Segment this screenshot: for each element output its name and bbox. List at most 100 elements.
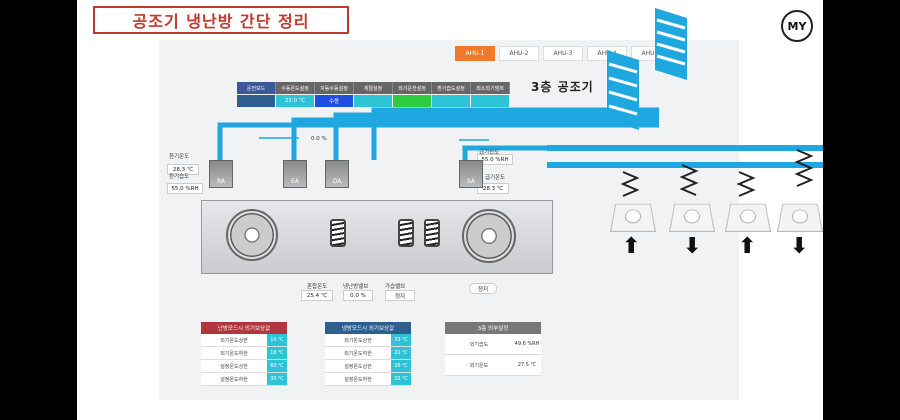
- season-value[interactable]: [354, 95, 393, 107]
- mode-value[interactable]: [237, 95, 276, 107]
- row-label: 외기온도: [469, 362, 489, 369]
- table-row: 외기온도하한 22 ℃: [325, 347, 411, 360]
- arrow-down-icon: ⬇: [683, 234, 702, 259]
- diffuser-2-icon: [668, 203, 716, 232]
- table-row: 외기온도 27.5 ℃: [445, 355, 541, 376]
- row-label: 외기온도하한: [344, 350, 372, 357]
- table-row: 외기온도상한 33 ℃: [325, 334, 411, 347]
- slide-title: 공조기 냉난방 간단 정리: [93, 6, 349, 34]
- table-row: 설정온도상한 28 ℃: [325, 360, 411, 373]
- table-row: 외기온도상한 10 ℃: [201, 334, 287, 347]
- return-hum-value[interactable]: [432, 95, 471, 107]
- heating-compensation-panel: 난방모드시 외기보상값 외기온도상한 10 ℃ 외기온도하한 18 ℃ 설정온도상한…: [201, 322, 287, 386]
- row-value[interactable]: 22 ℃: [391, 373, 411, 385]
- min-damper-value[interactable]: [471, 95, 510, 107]
- slide: 공조기 냉난방 간단 정리 MY AHU-1 AHU-2 AHU-3 AHU-4…: [77, 0, 823, 420]
- arrow-up-icon: ⬆: [622, 234, 641, 259]
- return-fan-icon[interactable]: [226, 209, 278, 261]
- return-duct: [217, 122, 659, 160]
- exhaust-duct: [291, 117, 659, 160]
- outdoor-op-value[interactable]: [393, 95, 432, 107]
- flex-duct-4: [794, 149, 814, 187]
- table-row: 설정온도하한 22 ℃: [325, 373, 411, 386]
- row-label: 외기온도상한: [220, 337, 248, 344]
- damper-ea[interactable]: EA: [283, 160, 307, 188]
- row-value[interactable]: 28 ℃: [391, 360, 411, 372]
- tab-ahu-3[interactable]: AHU-3: [543, 46, 583, 61]
- cooling-compensation-panel: 냉방모드시 외기보상값 외기온도상한 33 ℃ 외기온도하한 22 ℃ 설정온도상한…: [325, 322, 411, 386]
- hdr-mode: 운전모드: [237, 82, 276, 94]
- row-value[interactable]: 10 ℃: [267, 334, 287, 346]
- tab-ahu-2[interactable]: AHU-2: [499, 46, 539, 61]
- row-value[interactable]: 18 ℃: [267, 347, 287, 359]
- mix-temp-value: 25.4 ℃: [301, 290, 333, 301]
- filter-icon: [330, 219, 346, 247]
- tab-ahu-1[interactable]: AHU-1: [455, 46, 495, 61]
- outdoor-duct: [371, 107, 659, 160]
- arrow-up-icon: ⬆: [738, 234, 757, 259]
- row-value: 27.5 ℃: [513, 355, 541, 375]
- row-label: 외기온도상한: [344, 337, 372, 344]
- return-hum-value: 55.0 %RH: [167, 183, 203, 194]
- table-row: 외기습도 49.6 %RH: [445, 334, 541, 355]
- damper-pct: 0.0 %: [311, 136, 327, 142]
- hdr-manual-temp: 수동온도설정: [276, 82, 315, 94]
- supply-temp-value: 28.3 ℃: [477, 183, 509, 194]
- manual-temp-value[interactable]: 22.0 ℃: [276, 95, 315, 107]
- row-value[interactable]: 33 ℃: [391, 334, 411, 346]
- ahu-unit-body: [201, 200, 553, 274]
- control-values: 22.0 ℃ 수동: [237, 95, 510, 107]
- table-row: 외기온도하한 18 ℃: [201, 347, 287, 360]
- return-temp-value: 28.3 ℃: [167, 164, 199, 175]
- hdr-auto-manual: 자동수동설정: [315, 82, 354, 94]
- fan-status-badge[interactable]: 정지: [469, 283, 497, 294]
- arrow-down-icon: ⬇: [790, 234, 809, 259]
- row-label: 외기습도: [469, 341, 489, 348]
- row-value[interactable]: 60 ℃: [267, 360, 287, 372]
- humidifier-label: 가습밸브: [385, 284, 406, 290]
- return-hum-label: 환기습도: [169, 174, 190, 180]
- outdoor-panel-title: 3층 외부설정: [445, 322, 541, 334]
- my-logo: MY: [781, 10, 813, 42]
- diffuser-1-icon: [609, 203, 657, 232]
- valve-value: 0.0 %: [343, 290, 373, 301]
- cooling-panel-title: 냉방모드시 외기보상값: [325, 322, 411, 334]
- supply-hum-label: 급기습도: [479, 150, 500, 156]
- cooling-coil-icon: [424, 219, 440, 247]
- damper-ra[interactable]: RA: [209, 160, 233, 188]
- mix-temp-label: 혼합온도: [307, 284, 328, 290]
- supply-hum-value: 55.0 %RH: [477, 154, 513, 165]
- floor-title: 3층 공조기: [531, 80, 594, 94]
- outdoor-settings-panel: 3층 외부설정 외기습도 49.6 %RH 외기온도 27.5 ℃: [445, 322, 541, 376]
- supply-fan-icon[interactable]: [462, 209, 516, 263]
- table-row: 설정온도상한 60 ℃: [201, 360, 287, 373]
- row-label: 외기온도하한: [220, 350, 248, 357]
- row-value[interactable]: 22 ℃: [391, 347, 411, 359]
- damper-sa[interactable]: SA: [459, 160, 483, 188]
- heating-coil-icon: [398, 219, 414, 247]
- supply-temp-label: 급기온도: [485, 175, 506, 181]
- flex-duct-3: [736, 171, 756, 197]
- humidifier-value: 정지: [385, 290, 415, 301]
- valve-label: 냉난방밸브: [343, 284, 369, 290]
- auto-manual-value[interactable]: 수동: [315, 95, 354, 107]
- row-label: 설정온도하한: [344, 376, 372, 383]
- diffuser-4-icon: [776, 203, 823, 232]
- exhaust-louver-icon: [607, 50, 639, 130]
- hdr-min-damper: 최소외기댐퍼: [471, 82, 510, 94]
- room-duct-diagram: [547, 8, 823, 197]
- row-label: 설정온도상한: [344, 363, 372, 370]
- return-temp-label: 환기온도: [169, 154, 190, 160]
- row-label: 설정온도상한: [220, 363, 248, 370]
- damper-oa[interactable]: OA: [325, 160, 349, 188]
- row-value: 49.6 %RH: [513, 334, 541, 354]
- row-value[interactable]: 30 ℃: [267, 373, 287, 385]
- control-header: 운전모드 수동온도설정 자동수동설정 계절설정 외기운전설정 환기습도설정 최소…: [237, 82, 510, 94]
- diffuser-3-icon: [724, 203, 772, 232]
- flex-duct-2: [679, 164, 699, 196]
- heating-panel-title: 난방모드시 외기보상값: [201, 322, 287, 334]
- hdr-outdoor-op: 외기운전설정: [393, 82, 432, 94]
- hdr-return-hum: 환기습도설정: [432, 82, 471, 94]
- hdr-season: 계절설정: [354, 82, 393, 94]
